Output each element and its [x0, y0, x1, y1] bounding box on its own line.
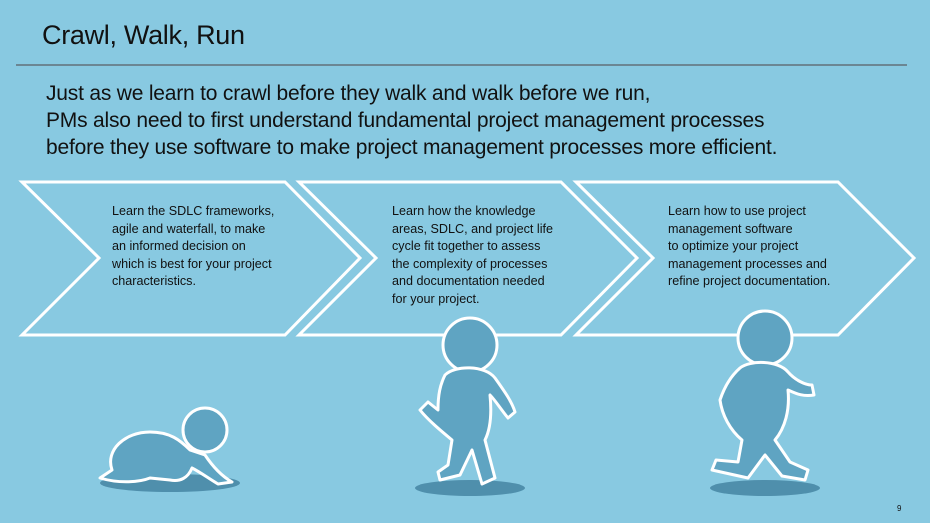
intro-text: Just as we learn to crawl before they wa… [46, 80, 777, 161]
step-run-text: Learn how to use project management soft… [668, 204, 831, 289]
walking-baby-icon [418, 316, 517, 486]
chevron-crawl [18, 180, 363, 337]
running-baby-icon [710, 309, 816, 482]
intro-line: PMs also need to first understand fundam… [46, 109, 765, 132]
chevron-walk [295, 180, 640, 337]
slide-title: Crawl, Walk, Run [42, 20, 245, 50]
run-shadow [710, 480, 820, 496]
page-number: 9 [897, 504, 902, 513]
walk-shadow [415, 480, 525, 496]
intro-line: Just as we learn to crawl before they wa… [46, 82, 651, 105]
chevron-run [572, 180, 917, 337]
crawling-baby-icon [98, 406, 234, 486]
step-walk-text: Learn how the knowledge areas, SDLC, and… [392, 204, 554, 306]
step-crawl-text: Learn the SDLC frameworks, agile and wat… [112, 204, 275, 289]
intro-line: before they use software to make project… [46, 136, 778, 159]
title-divider [16, 64, 907, 66]
